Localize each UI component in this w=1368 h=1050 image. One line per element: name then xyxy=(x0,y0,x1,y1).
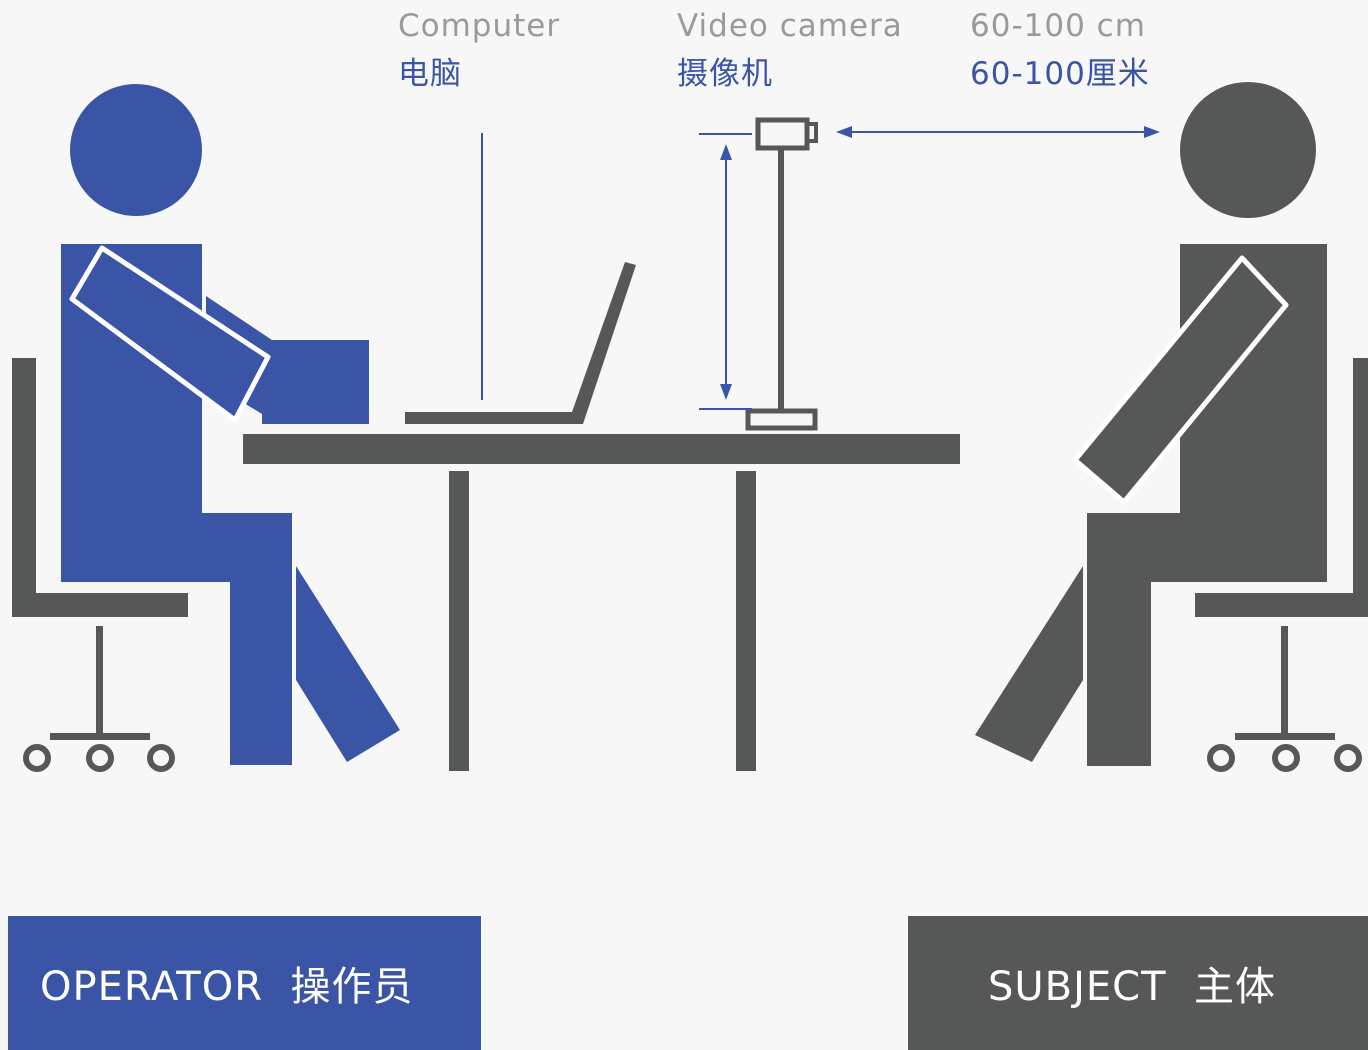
camera-height-indicator xyxy=(699,134,752,409)
laptop-icon xyxy=(405,262,636,424)
operator-label: OPERATOR 操作员 xyxy=(40,954,413,1012)
distance-label-en: 60-100 cm xyxy=(970,8,1146,44)
camera-label-en: Video camera xyxy=(677,8,903,44)
computer-label-cn: 电脑 xyxy=(398,56,462,92)
subject-label-box: SUBJECT 主体 xyxy=(908,916,1368,1050)
subject-head xyxy=(1180,82,1316,218)
computer-label-en: Computer xyxy=(398,8,560,44)
distance-label-cn: 60-100厘米 xyxy=(970,56,1150,92)
camera-label-cn: 摄像机 xyxy=(677,56,773,92)
video-camera-icon xyxy=(748,120,816,428)
distance-arrow xyxy=(836,126,1160,138)
operator-label-box: OPERATOR 操作员 xyxy=(8,916,481,1050)
subject-label: SUBJECT 主体 xyxy=(988,954,1276,1012)
operator-figure xyxy=(61,84,400,765)
operator-head xyxy=(70,84,202,216)
subject-figure xyxy=(975,82,1327,766)
